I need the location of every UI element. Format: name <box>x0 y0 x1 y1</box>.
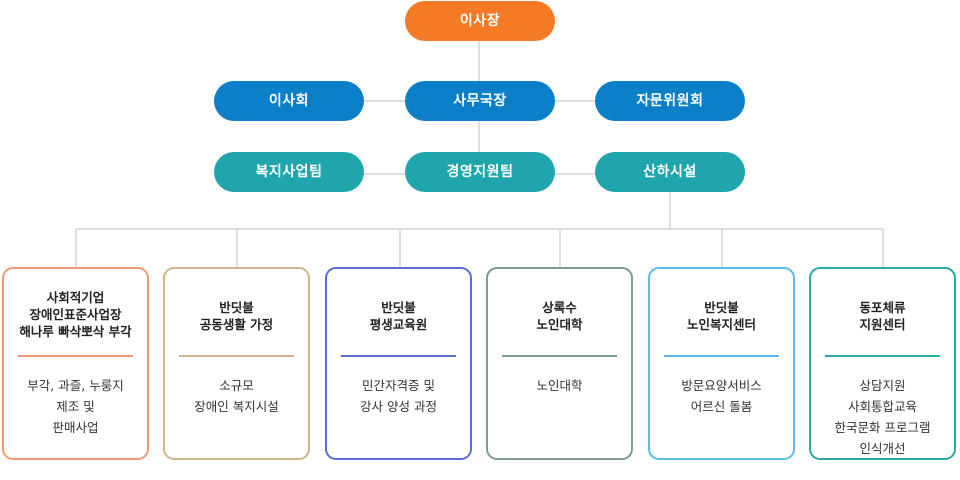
facility-card-senior-welfare-center: 반딧불 노인복지센터 방문요양서비스 어르신 돌봄 <box>648 267 795 460</box>
management-team-node: 경영지원팀 <box>405 152 555 192</box>
facility-title: 상록수 노인대학 <box>536 300 583 332</box>
facility-divider <box>18 355 133 357</box>
facility-title: 반딧불 평생교육원 <box>369 300 428 332</box>
facility-card-overseas-koreans-support: 동포체류 지원센터 상담지원 사회통합교육 한국문화 프로그램 인식개선 <box>809 267 956 460</box>
advisory-committee-node: 자문위원회 <box>595 81 745 121</box>
facility-divider <box>341 355 456 357</box>
facility-description: 방문요양서비스 어르신 돌봄 <box>681 378 762 414</box>
affiliated-facilities-node: 산하시설 <box>595 152 745 192</box>
chairman-node: 이사장 <box>405 1 555 41</box>
facility-divider <box>179 355 294 357</box>
secretary-general-node: 사무국장 <box>405 81 555 121</box>
facility-divider <box>502 355 617 357</box>
facility-card-senior-college: 상록수 노인대학 노인대학 <box>486 267 633 460</box>
facility-title: 반딧불 공동생활 가정 <box>199 300 274 332</box>
facility-title: 동포체류 지원센터 <box>859 300 906 332</box>
board-node: 이사회 <box>214 81 364 121</box>
facility-card-lifelong-education: 반딧불 평생교육원 민간자격증 및 강사 양성 과정 <box>325 267 472 460</box>
facility-card-social-enterprise: 사회적기업 장애인표준사업장 해나루 빠삭뽀삭 부각 부각, 과즐, 누룽지 제… <box>2 267 149 460</box>
facility-description: 민간자격증 및 강사 양성 과정 <box>360 378 437 414</box>
facility-card-group-home: 반딧불 공동생활 가정 소규모 장애인 복지시설 <box>163 267 310 460</box>
facility-description: 노인대학 <box>536 378 583 393</box>
facility-description: 소규모 장애인 복지시설 <box>194 378 279 414</box>
facility-divider <box>825 355 940 357</box>
welfare-team-node: 복지사업팀 <box>214 152 364 192</box>
facility-description: 상담지원 사회통합교육 한국문화 프로그램 인식개선 <box>834 378 931 456</box>
facility-title: 사회적기업 장애인표준사업장 해나루 빠삭뽀삭 부각 <box>19 290 132 339</box>
facility-title: 반딧불 노인복지센터 <box>686 300 756 332</box>
facility-description: 부각, 과즐, 누룽지 제조 및 판매사업 <box>27 378 124 435</box>
facility-divider <box>664 355 779 357</box>
